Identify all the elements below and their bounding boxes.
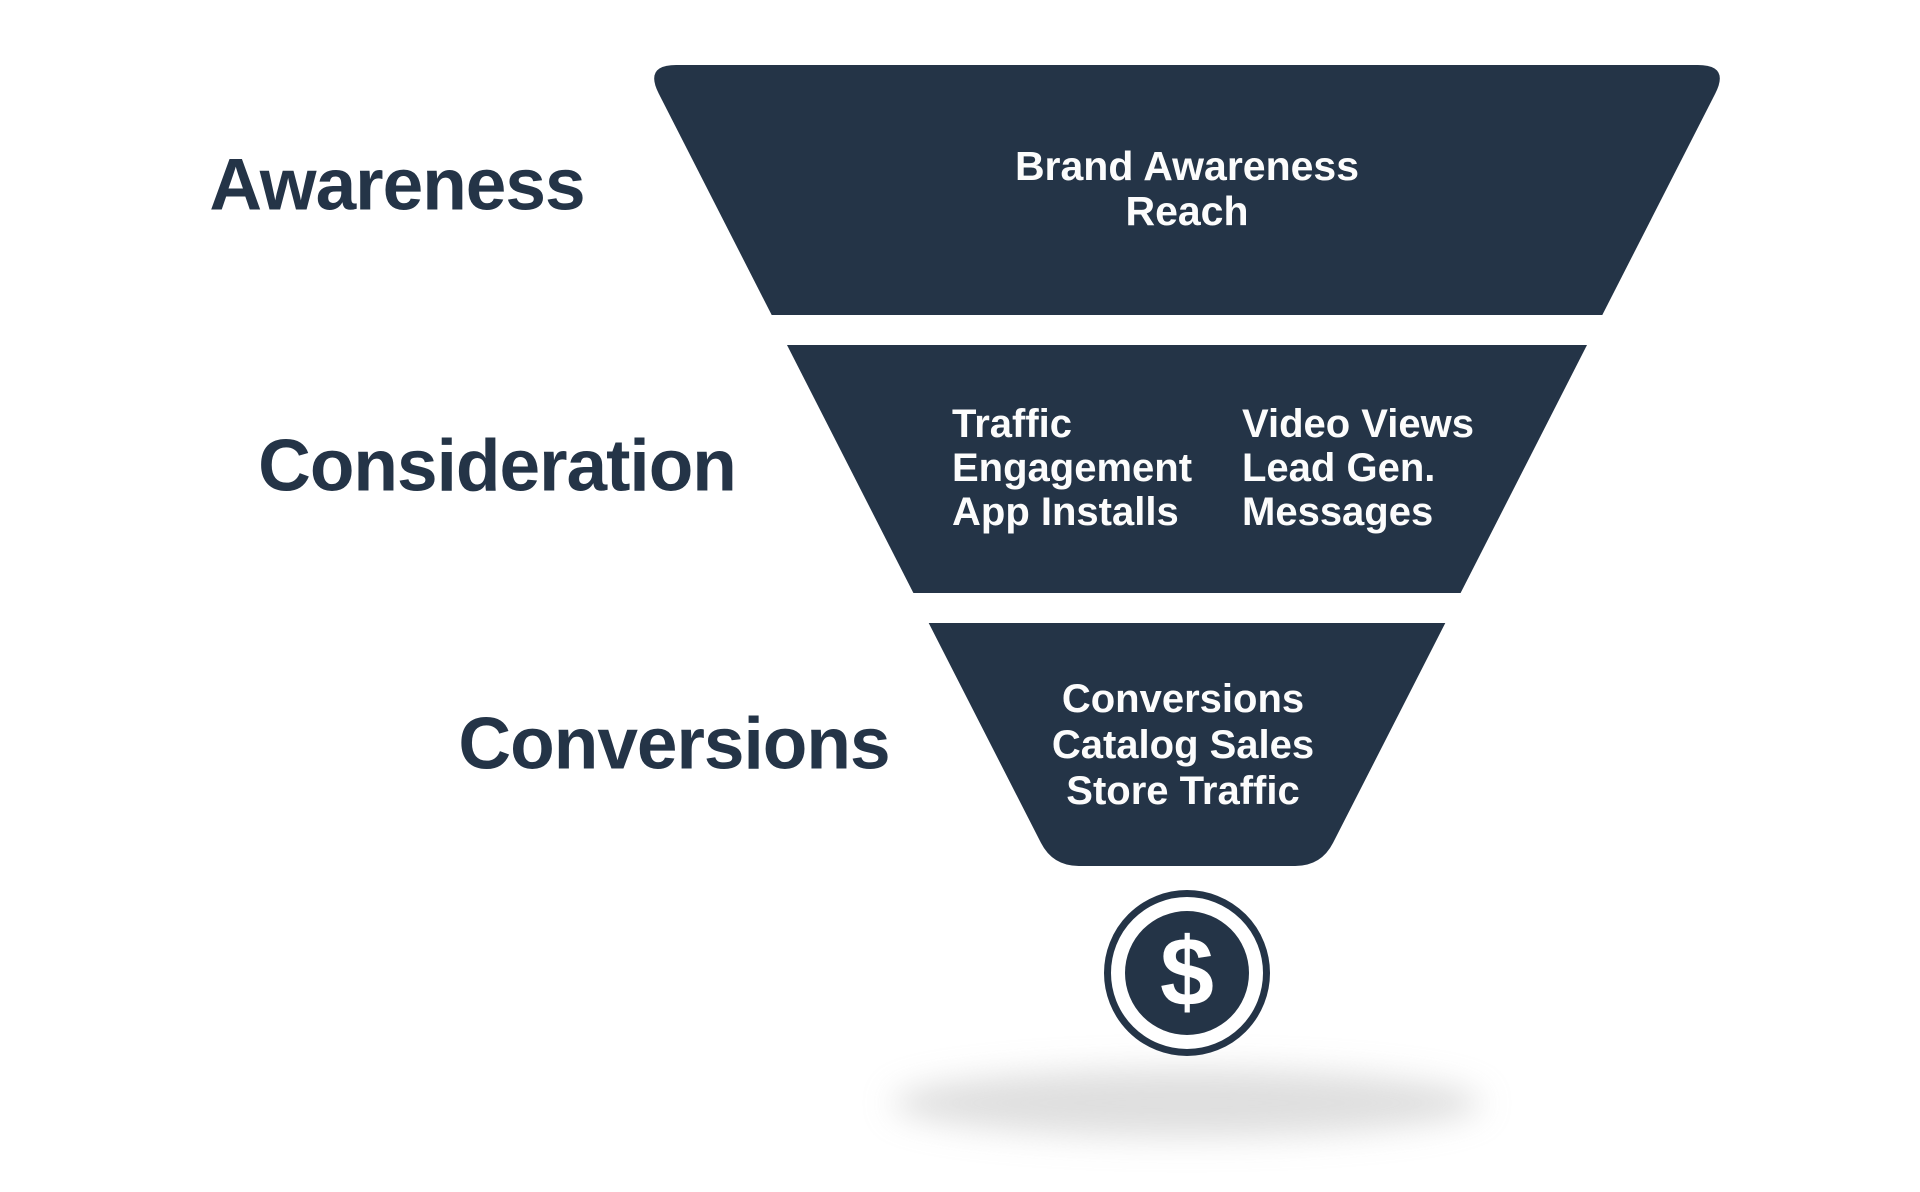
consideration-objectives-left: Traffic Engagement App Installs [952, 402, 1192, 534]
objective-line: Video Views [1242, 402, 1474, 446]
consideration-objectives-right: Video Views Lead Gen. Messages [1242, 402, 1474, 534]
objective-line: Traffic [952, 402, 1073, 446]
objective-line: Conversions [1061, 677, 1305, 721]
stage-label-conversions: Conversions [458, 703, 890, 785]
dollar-sign-glyph: $ [1160, 917, 1214, 1027]
objective-line: Messages [1242, 490, 1434, 534]
objective-line: Reach [1125, 188, 1249, 234]
conversions-objectives: Conversions Catalog Sales Store Traffic [1052, 676, 1314, 814]
awareness-stage-shape [654, 65, 1720, 315]
ground-shadow [892, 1069, 1482, 1137]
objective-line: Lead Gen. [1242, 446, 1436, 490]
coin-inner-disc [1125, 911, 1249, 1035]
stage-label-awareness: Awareness [209, 144, 585, 226]
objective-line: App Installs [952, 490, 1179, 534]
awareness-objectives: Brand Awareness Reach [1015, 144, 1359, 234]
objective-line: Brand Awareness [1014, 143, 1360, 189]
stage-label-consideration: Consideration [258, 425, 737, 507]
objective-line: Engagement [952, 446, 1193, 490]
dollar-coin-icon [1104, 890, 1270, 1056]
objective-line: Catalog Sales [1051, 723, 1315, 767]
conversions-stage-shape [928, 623, 1446, 866]
objective-line: Store Traffic [1066, 769, 1300, 813]
consideration-stage-shape [787, 345, 1587, 593]
